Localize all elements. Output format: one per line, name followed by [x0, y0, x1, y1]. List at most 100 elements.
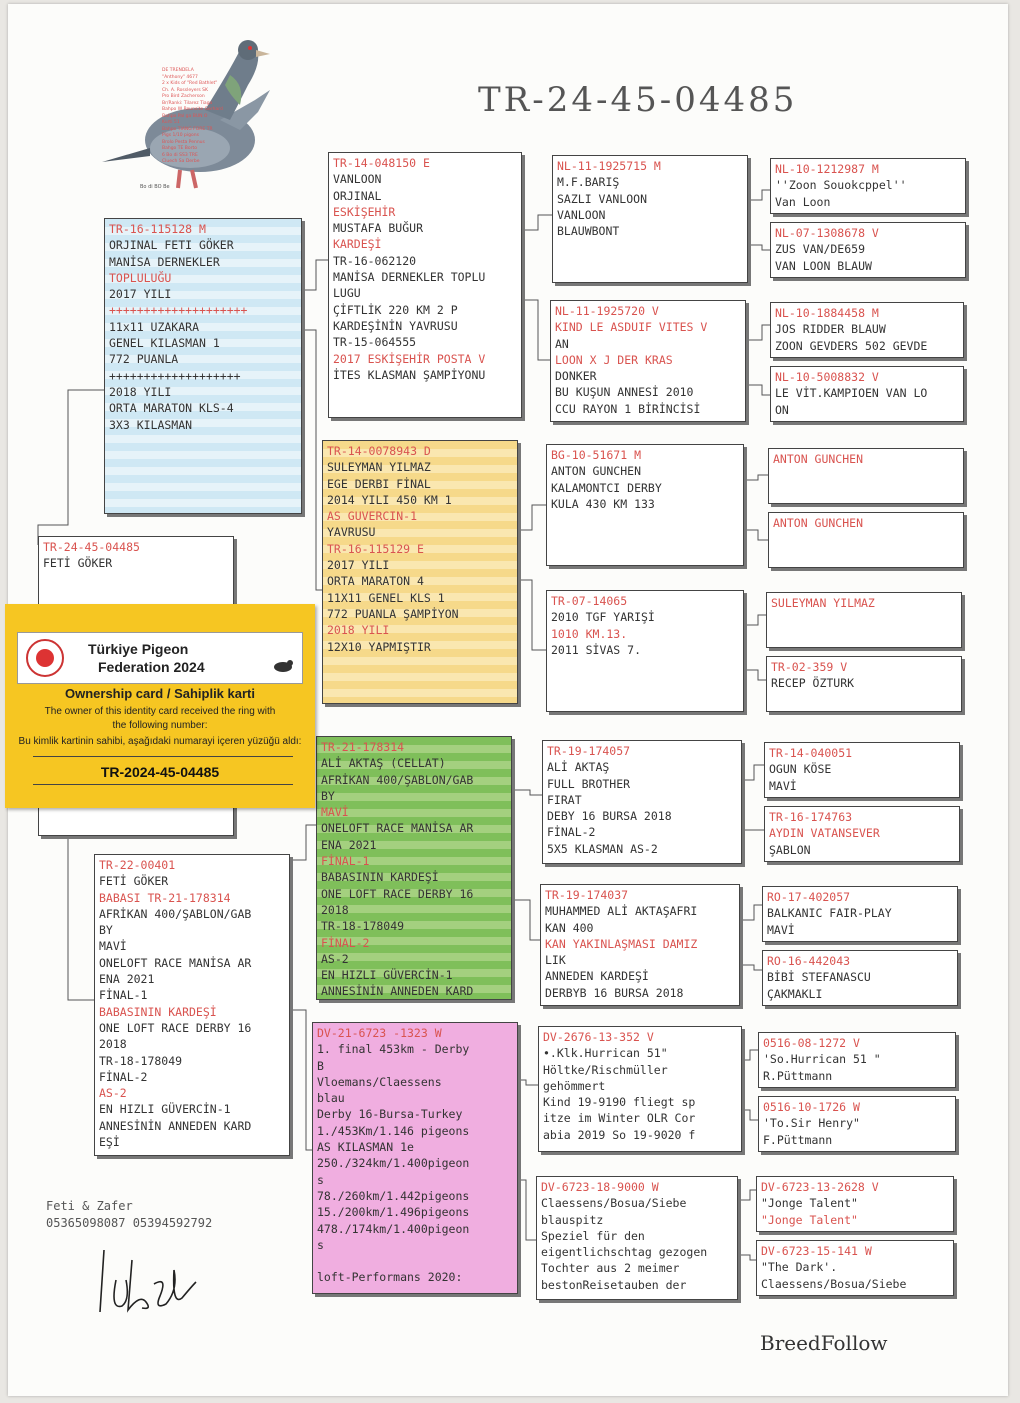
pedigree-line: ORTA MARATON KLS-4 [109, 401, 234, 416]
pedigree-line: Derby 16-Bursa-Turkey [317, 1107, 463, 1122]
pedigree-line: KALAMONTCI DERBY [551, 480, 662, 495]
dds-box[interactable]: DV-2676-13-352 V•.Klk.Hurrican 51"Höltke… [538, 1026, 742, 1152]
pedigree-line: 2018 [99, 1037, 127, 1052]
pedigree-line: MAVİ [767, 922, 795, 937]
pedigree-line: 250./324km/1.400pigeon [317, 1156, 470, 1171]
card-text-en-2: the following number: [112, 720, 208, 731]
ring-number: SULEYMAN YILMAZ [771, 596, 875, 610]
ring-number: TR-16-174763 [769, 810, 853, 824]
pedigree-line: blauspitz [541, 1212, 604, 1227]
pedigree-line: "The Dark'. [761, 1260, 838, 1275]
pedigree-line: KARDEŞİ [333, 237, 382, 252]
pedigree-line: MAVİ [99, 939, 127, 954]
ring-number: NL-10-5008832 V [775, 370, 879, 384]
pedigree-line: s [317, 1172, 324, 1187]
pedigree-line: 2018 [321, 902, 349, 917]
ring-number: TR-07-14065 [551, 594, 628, 608]
pedigree-line: 2017 ESKİŞEHİR POSTA V [333, 351, 486, 366]
pedigree-line: İTES KLASMAN ŞAMPİYONU [333, 367, 486, 382]
ring-number: RO-17-402057 [767, 890, 851, 904]
owner-info: Feti & Zafer 05365098087 05394592792 [46, 1198, 212, 1232]
pedigree-line: FIRAT [547, 792, 582, 807]
signature-icon [99, 1249, 197, 1313]
federation-name-line1: Türkiye Pigeon [88, 641, 189, 657]
pedigree-line: 478./174km/1.400pigeon [317, 1221, 470, 1236]
pedigree-line: R.Püttmann [763, 1068, 833, 1083]
ring-number: DV-6723-13-2628 V [761, 1180, 879, 1194]
pedigree-line: ANNEDEN KARDEŞİ [545, 969, 649, 984]
pedigree-line: ANNESİNİN ANNEDEN KARD [321, 984, 474, 999]
pedigree-line: GENEL KILASMAN 1 [109, 336, 220, 351]
pedigree-line: +++++++++++++++++++ [109, 368, 241, 383]
pedigree-line: VANLOON [557, 207, 606, 222]
pedigree-line: ORJINAL FETI GÖKER [109, 238, 234, 253]
card-rule-bottom [33, 784, 293, 785]
pedigree-line: 2017 YILI [109, 287, 172, 302]
pedigree-line: FETİ GÖKER [43, 556, 113, 571]
pedigree-line: AYDIN VATANSEVER [769, 826, 880, 841]
pigeon-logo-line: Pigs 1/10 pigons [162, 133, 199, 138]
gen5-box-5[interactable]: ANTON GUNCHEN [768, 448, 964, 504]
pedigree-line: 2014 YILI 450 KM 1 [327, 492, 452, 507]
pigeon-logo-line: "Anthony" 4677 [162, 74, 198, 80]
pedigree-line: EN HIZLI GÜVERCİN-1 [321, 968, 453, 983]
pedigree-line: FİNAL-2 [99, 1069, 148, 1084]
ring-number: DV-6723-15-141 W [761, 1244, 872, 1258]
owner-phones: 05365098087 05394592792 [46, 1216, 213, 1230]
pedigree-line: ONELOFT RACE MANİSA AR [99, 955, 252, 970]
pedigree-line: "Jonge Talent" [761, 1196, 858, 1211]
pedigree-line: 11X11 GENEL KLS 1 [327, 590, 445, 605]
federation-header: Türkiye Pigeon Federation 2024 [17, 632, 303, 684]
pigeon-logo-line: Cluech Sa Derbe [162, 159, 200, 164]
pedigree-line: KAN YAKINLAŞMASI DAMIZ [545, 936, 698, 951]
pedigree-line: ESKİŞEHİR [333, 204, 396, 219]
card-ring-number: TR-2024-45-04485 [100, 764, 220, 780]
ring-number: TR-21-178314 [321, 740, 405, 754]
pigeon-logo-line: 6 Bo di SS3 TRE [162, 152, 198, 158]
pedigree-line: ENA 2021 [99, 972, 155, 987]
pedigree-line: MANİSA DERNEKLER TOPLU [333, 270, 486, 285]
pedigree-line: M.F.BARIŞ [557, 175, 620, 190]
pigeon-logo-line: Kurti 51 [162, 120, 180, 125]
gen5-box-7[interactable]: SULEYMAN YILMAZ [766, 592, 962, 648]
pedigree-line: loft-Performans 2020: [317, 1270, 463, 1285]
ring-number: 0516-08-1272 V [763, 1036, 860, 1050]
pedigree-line: EN HIZLI GÜVERCİN-1 [99, 1102, 231, 1117]
gen5-box-6[interactable]: ANTON GUNCHEN [768, 512, 964, 568]
pigeon-logo-line: Bahpo Pal ga BUN O [162, 113, 208, 119]
gen5-box-14[interactable]: 0516-10-1726 W'To.Sir Henry"F.Püttmann [758, 1096, 956, 1152]
gen5-box-15[interactable]: DV-6723-13-2628 V"Jonge Talent""Jonge Ta… [756, 1176, 954, 1232]
federation-logo-icon [26, 639, 64, 677]
pedigree-line: 12X10 YAPMIŞTIR [327, 639, 431, 654]
pigeon-logo-line: Brolo Pesta Pennus [162, 139, 205, 145]
pigeon-logo-line: Pro Bird Zacherson [162, 94, 205, 99]
ring-number: TR-16-115128 M [109, 222, 206, 236]
gen5-box-16[interactable]: DV-6723-15-141 W"The Dark'.Claessens/Bos… [756, 1240, 954, 1296]
ring-number: ANTON GUNCHEN [773, 516, 864, 530]
pedigree-line: FİNAL-2 [547, 825, 596, 840]
pedigree-line: FİNAL-1 [99, 988, 148, 1003]
gen5-box-1[interactable]: NL-10-1212987 M ''Zoon Souokcppel''Van L… [770, 158, 966, 214]
gen5-box-13[interactable]: 0516-08-1272 V'So.Hurrican 51 "R.Püttman… [758, 1032, 956, 1088]
